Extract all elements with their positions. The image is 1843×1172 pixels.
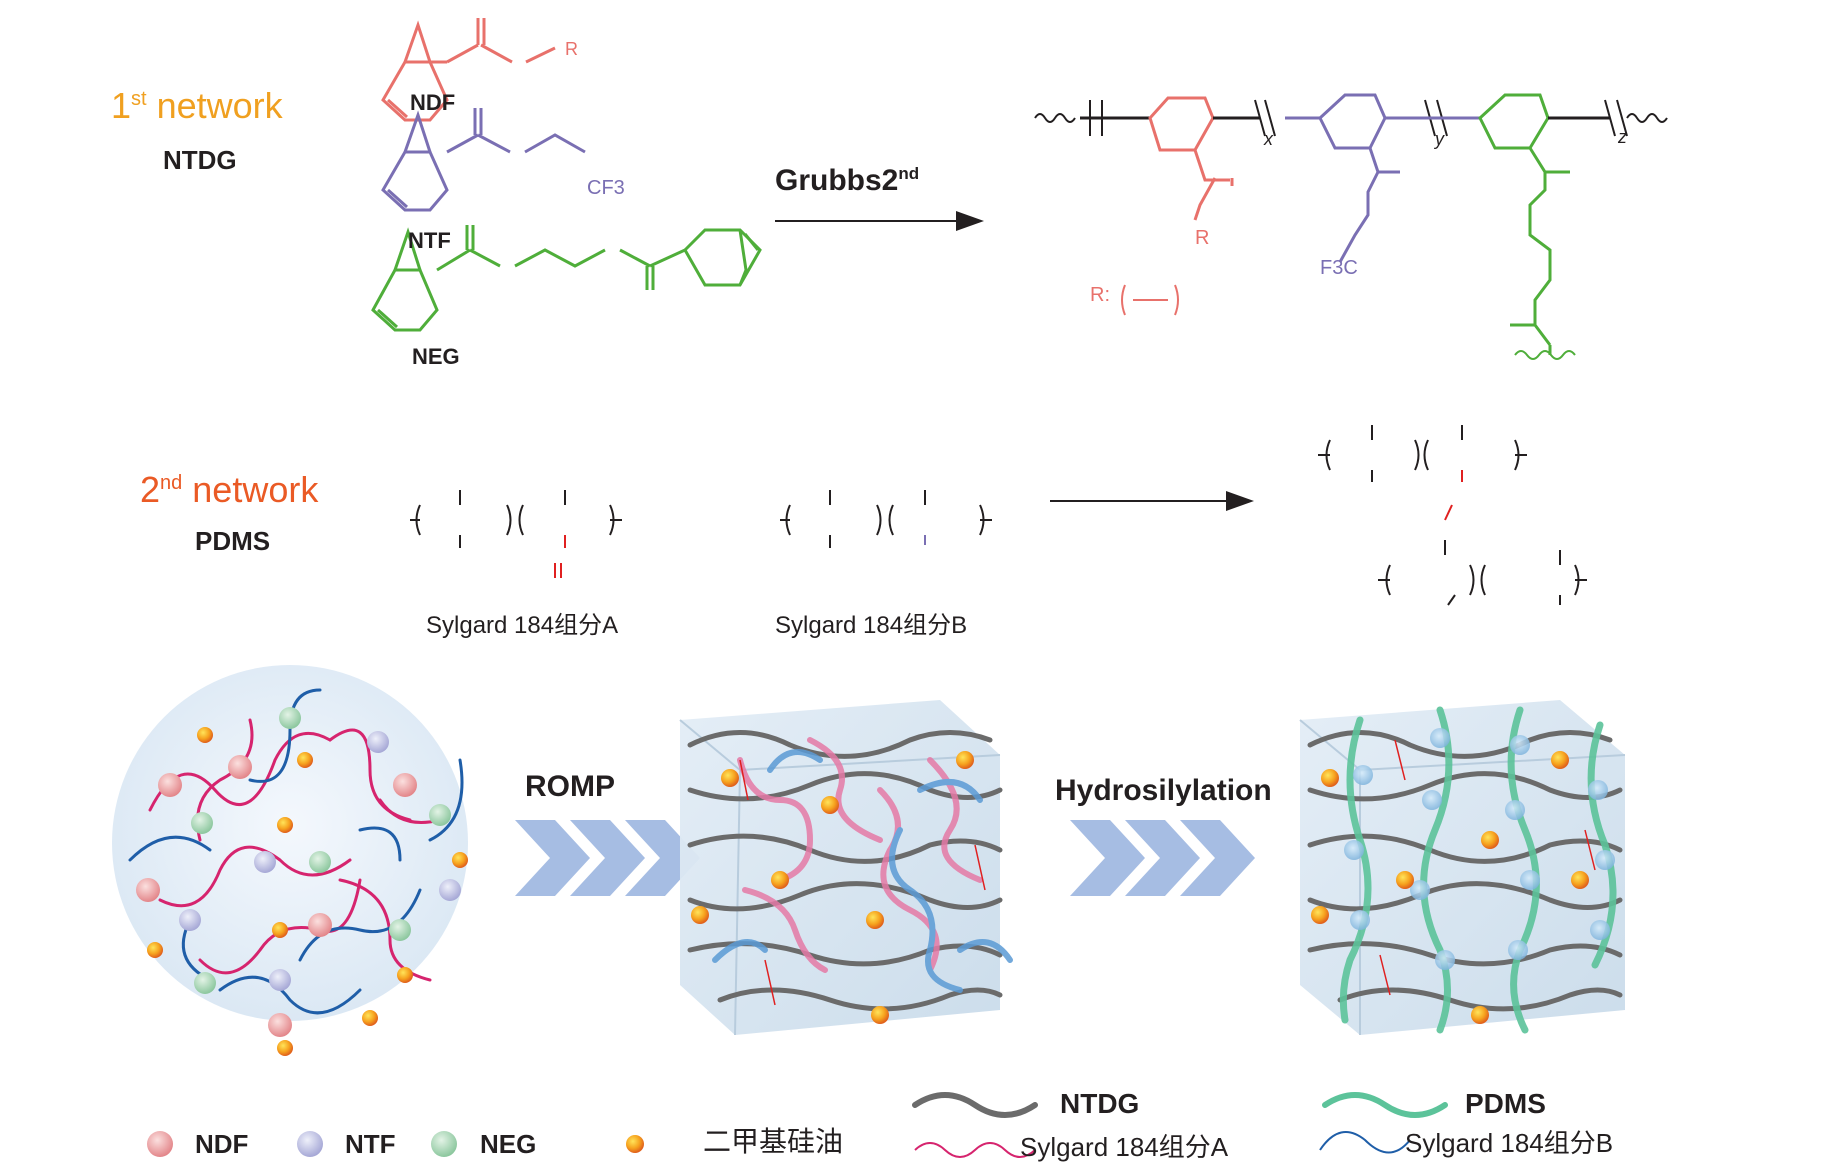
network2-name: PDMS (195, 528, 270, 554)
network1-label-number: 1 (111, 85, 131, 126)
ntdg-polymer-structure (1035, 95, 1667, 359)
legend-ndf-bead (147, 1131, 173, 1157)
polymer-subscript-z: z (1618, 128, 1627, 146)
catalyst-label-main: Grubbs2 (775, 164, 898, 197)
network2-label: 2nd network (140, 472, 318, 508)
legend-pdms-line (1325, 1095, 1445, 1115)
legend-neg-label: NEG (480, 1131, 536, 1157)
r-group-label: R: (1090, 285, 1110, 305)
catalyst-label: Grubbs2nd (775, 165, 919, 196)
polymer-subscript-y: y (1435, 130, 1444, 148)
network2-label-number: 2 (140, 469, 160, 510)
legend-ntf-bead (297, 1131, 323, 1157)
network2-label-sup: nd (160, 472, 182, 494)
legend-ntdg-line (915, 1095, 1035, 1115)
romp-chevrons (515, 820, 700, 896)
hydrosilylation-label: Hydrosilylation (1055, 776, 1272, 806)
monomer-mixture-sphere (112, 665, 468, 1056)
polymer-subscript-x: x (1264, 130, 1273, 148)
sylgard-a-caption: Sylgard 184组分A (426, 614, 618, 638)
sylgard-b-caption: Sylgard 184组分B (775, 614, 967, 638)
legend-sylgard-a-label: Sylgard 184组分A (1020, 1134, 1228, 1160)
legend-sylgard-b-line (1320, 1132, 1410, 1153)
ntf-structure (383, 108, 585, 210)
romp-network-cube (680, 700, 1010, 1035)
legend-ntdg-label: NTDG (1060, 1090, 1139, 1118)
sylgard-b-structure (780, 490, 992, 548)
romp-label: ROMP (525, 772, 615, 802)
pdms-crosslink-structure (1318, 425, 1587, 605)
hydrosilylation-chevrons (1070, 820, 1255, 896)
network1-label: 1st network (111, 88, 283, 124)
ndf-label: NDF (410, 92, 455, 114)
legend-ndf-label: NDF (195, 1131, 248, 1157)
network1-name: NTDG (163, 147, 237, 173)
ntf-cf3-group: CF3 (587, 178, 625, 198)
sylgard-a-structure (410, 490, 622, 578)
ndf-r-substituent: R (565, 40, 578, 58)
network1-label-sup: st (131, 88, 147, 110)
ipn-network-cube (1300, 700, 1625, 1035)
legend-oil-droplet (626, 1135, 644, 1153)
legend-pdms-label: PDMS (1465, 1090, 1546, 1118)
catalyst-label-sup: nd (898, 164, 919, 183)
legend-oil-label: 二甲基硅油 (703, 1128, 843, 1156)
neg-label: NEG (412, 346, 460, 368)
legend-ntf-label: NTF (345, 1131, 396, 1157)
network2-label-tail: network (182, 469, 318, 510)
ndf-structure (383, 18, 555, 120)
polymer-r-substituent: R (1195, 228, 1209, 248)
ntf-label: NTF (408, 230, 451, 252)
network1-label-tail: network (147, 85, 283, 126)
legend-neg-bead (431, 1131, 457, 1157)
r-group-structure (1122, 285, 1178, 315)
legend-sylgard-b-label: Sylgard 184组分B (1405, 1130, 1613, 1156)
legend-sylgard-a-line (915, 1143, 1035, 1157)
polymer-f3c-group: F3C (1320, 258, 1358, 278)
